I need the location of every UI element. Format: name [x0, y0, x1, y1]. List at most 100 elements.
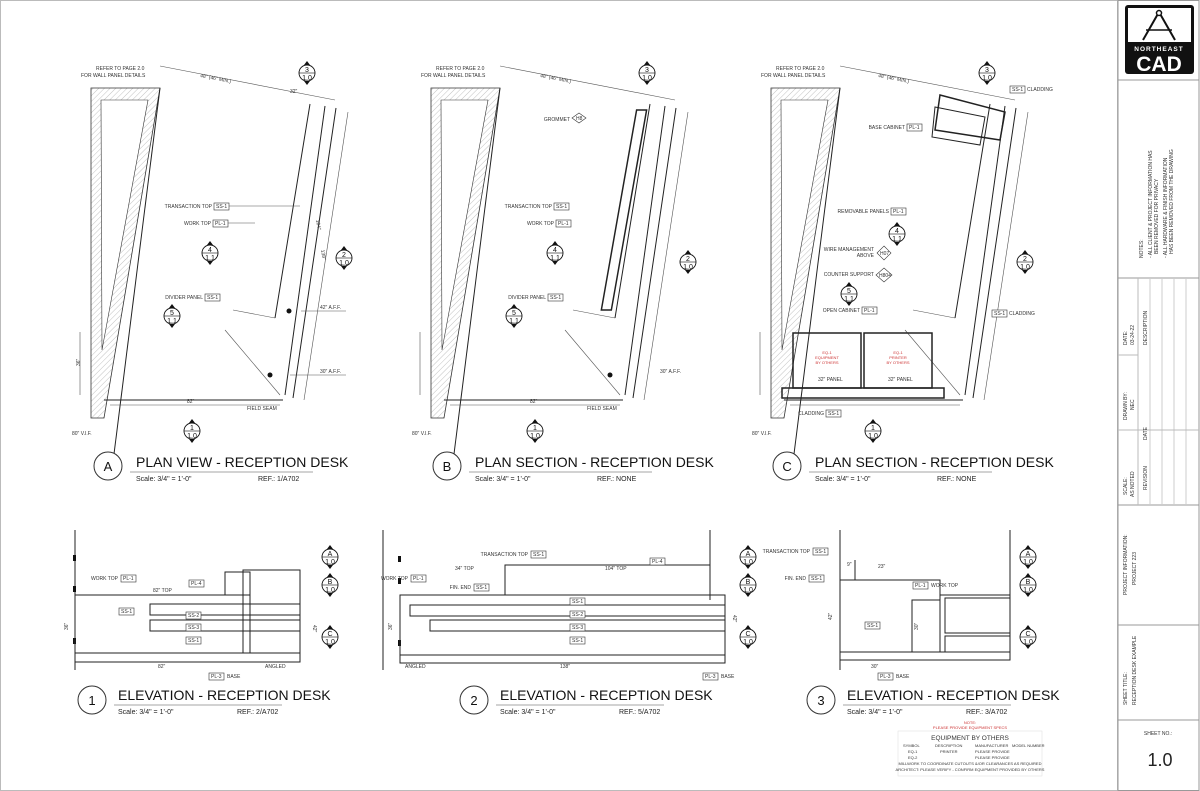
callout-label: FIN. END	[450, 585, 472, 591]
drawing-text: C	[1025, 631, 1030, 638]
callout-label: BASE	[721, 674, 735, 680]
callout-label: WIRE MANAGEMENT	[824, 247, 874, 253]
drawing-text: A	[104, 459, 113, 474]
callout-label: OPEN CABINET	[823, 308, 860, 314]
drawing-text: ELEVATION - RECEPTION DESK	[847, 687, 1060, 703]
dimension: 30"	[871, 664, 879, 670]
drawing-text: 2	[342, 252, 346, 259]
drawing-text: DATE:	[1123, 331, 1129, 345]
drawing-text: Scale: 3/4" = 1'-0"	[847, 709, 903, 716]
drawing-text: 5	[170, 310, 174, 317]
drawing-text: 1.0	[868, 433, 878, 440]
drawing-text: 1	[190, 425, 194, 432]
equipment-note: EQUIPMENT	[815, 355, 839, 360]
tag: PL-1	[893, 209, 904, 215]
drawing-text: B	[443, 459, 452, 474]
view-title-3: 3 ELEVATION - RECEPTION DESK Scale: 3/4"…	[806, 685, 1060, 716]
view-title-c: C PLAN SECTION - RECEPTION DESK Scale: 3…	[772, 451, 1054, 483]
drawing-text: Scale: 3/4" = 1'-0"	[475, 476, 531, 483]
callout-label: FIELD SEAM	[247, 406, 277, 412]
sheet-number: 1.0	[1147, 750, 1172, 770]
drawing-text: 1.1	[205, 255, 215, 262]
tag: PL-1	[215, 221, 226, 227]
drawing-text: PRINTER	[940, 749, 958, 754]
drawing-text: C	[745, 631, 750, 638]
drawing-text: 1.1	[550, 255, 560, 262]
tag: SS-1	[207, 295, 218, 301]
tag: SS-3	[572, 625, 583, 631]
dimension: 36"	[388, 622, 394, 630]
callout-label: REMOVABLE PANELS	[838, 209, 890, 215]
tag: SS-2	[188, 613, 199, 619]
drawing-text: REF.: 5/A702	[619, 709, 660, 716]
callout-label: GROMMET	[544, 117, 570, 123]
elevation-note: 30" A.F.F.	[320, 369, 341, 375]
drawing-text: NEC	[1130, 399, 1136, 410]
drawing-text: REVISION	[1143, 466, 1149, 490]
drawing-text: Scale: 3/4" = 1'-0"	[500, 709, 556, 716]
drawing-text: 1	[871, 425, 875, 432]
drawing-text: SHEET TITLE:	[1123, 672, 1129, 705]
tag: SS-1	[1012, 87, 1023, 93]
drawing-text: PLEASE PROVIDE	[975, 755, 1010, 760]
callout-label: BASE	[227, 674, 241, 680]
dimension: 32"	[290, 89, 298, 95]
callout-label: CLADDING	[1027, 87, 1053, 93]
plan-section-c: REFER TO PAGE 2.0 FOR WALL PANEL DETAILS…	[752, 65, 1053, 471]
callout-label: DIVIDER PANEL	[508, 295, 546, 301]
callout-label: TRANSACTION TOP	[505, 204, 553, 210]
drawing-text: ELEVATION - RECEPTION DESK	[500, 687, 713, 703]
drawing-text: 03-24-22	[1130, 325, 1136, 345]
drawing-text: EQUIPMENT BY OTHERS	[931, 735, 1009, 742]
dimension: 48" (46" MIN.)	[878, 73, 910, 85]
drawing-text: 3	[305, 67, 309, 74]
drawing-text: 4	[208, 247, 212, 254]
callout-label: TRANSACTION TOP	[165, 204, 213, 210]
drawing-text: B	[328, 579, 333, 586]
drawing-text: 1.0	[683, 264, 693, 271]
dimension: 82" TOP	[153, 588, 172, 594]
dimension: 36"	[64, 622, 70, 630]
dimension: ANGLED	[265, 664, 286, 670]
drawing-text: 1.0	[982, 75, 992, 82]
northeast-cad-logo: NORTHEAST CAD	[1125, 5, 1194, 76]
callout-label: CLADDING	[1009, 311, 1035, 317]
drawing-text: 1.0	[325, 559, 335, 566]
drawing-text: 1.0	[1023, 639, 1033, 646]
tag: PL-1	[558, 221, 569, 227]
drawing-text: 4	[895, 228, 899, 235]
drawing-text: SCALE:	[1123, 477, 1129, 495]
view-title-a: A PLAN VIEW - RECEPTION DESK Scale: 3/4"…	[93, 451, 349, 483]
drawing-text: MODEL NUMBER	[1012, 743, 1045, 748]
dimension: 138"	[560, 664, 570, 670]
drawing-text: 1.0	[642, 75, 652, 82]
drawing-text: 2	[470, 693, 477, 708]
drawing-text: NOTES:	[1139, 239, 1145, 258]
dimension: 34" TOP	[455, 566, 474, 572]
drawing-text: 5	[512, 310, 516, 317]
dimension: 48" (46" MIN.)	[540, 73, 572, 85]
view-title-b: B PLAN SECTION - RECEPTION DESK Scale: 3…	[432, 451, 714, 483]
dimension: 32" PANEL	[818, 377, 843, 383]
callout-label: ABOVE	[857, 253, 875, 259]
drawing-text: 1.0	[325, 587, 335, 594]
refer-note: FOR WALL PANEL DETAILS	[421, 73, 486, 79]
drawing-text: REF.: 3/A702	[966, 709, 1007, 716]
drawing-text: B	[1026, 579, 1031, 586]
tag: SS-2	[572, 612, 583, 618]
dimension: 82"	[187, 399, 195, 405]
equipment-note: PRINTER	[889, 355, 907, 360]
dimension: 104" TOP	[605, 566, 627, 572]
drawing-text: C	[782, 459, 791, 474]
callout-label: DIVIDER PANEL	[165, 295, 203, 301]
callout-label: WORK TOP	[381, 576, 409, 582]
callout-label: BASE CABINET	[869, 125, 905, 131]
equipment-note: BY OTHERS	[815, 360, 838, 365]
view-title-2: 2 ELEVATION - RECEPTION DESK Scale: 3/4"…	[459, 685, 713, 716]
drawing-text: NORTHEAST	[1134, 46, 1183, 53]
plan-section-b: REFER TO PAGE 2.0 FOR WALL PANEL DETAILS…	[412, 65, 689, 471]
drawing-text: ELEVATION - RECEPTION DESK	[118, 687, 331, 703]
drawing-text: - ALL CLIENT & PROJECT INFORMATION HAS	[1148, 150, 1154, 258]
equipment-note: BY OTHERS	[886, 360, 909, 365]
dimension: 82"	[158, 664, 166, 670]
